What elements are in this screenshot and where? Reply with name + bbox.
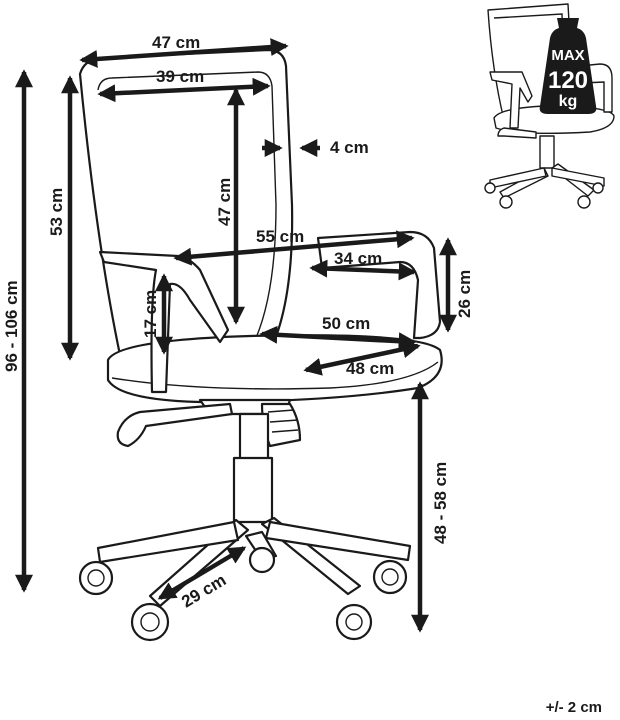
main-chair-drawing xyxy=(78,48,443,642)
caster-left xyxy=(78,560,114,596)
base-leg-right xyxy=(264,520,412,562)
badge-max: MAX xyxy=(551,47,584,64)
caster-front xyxy=(130,602,170,642)
label-armrest-height: 26 cm xyxy=(455,270,474,318)
caster-right-front xyxy=(335,603,373,641)
backrest-frame xyxy=(78,48,294,357)
gas-cylinder xyxy=(232,456,274,524)
dimension-arrows xyxy=(15,38,457,633)
backrest-mesh xyxy=(97,71,277,339)
caster-back xyxy=(248,546,276,574)
label-seat-back-top-width: 47 cm xyxy=(152,33,200,52)
label-frame-thickness: 4 cm xyxy=(330,138,369,157)
label-armrest-span: 55 cm xyxy=(256,227,304,246)
max-load-weight-icon: MAX 120 kg xyxy=(539,18,597,114)
gas-cylinder-top xyxy=(238,412,270,464)
badge-unit: kg xyxy=(559,93,578,110)
label-seat-depth: 48 cm xyxy=(346,359,394,378)
label-armrest-length: 34 cm xyxy=(334,249,382,268)
label-seat-back-height: 47 cm xyxy=(215,178,234,226)
tolerance-note: +/- 2 cm xyxy=(545,699,602,716)
label-seat-back-inner-width: 39 cm xyxy=(156,67,204,86)
tilt-lever xyxy=(116,402,234,448)
label-seat-to-armrest: 17 cm xyxy=(141,290,160,338)
label-seat-height: 48 - 58 cm xyxy=(431,462,450,544)
label-total-height: 96 - 106 cm xyxy=(2,280,21,372)
label-seat-width: 50 cm xyxy=(322,314,370,333)
label-backrest-height: 53 cm xyxy=(47,188,66,236)
caster-right xyxy=(372,559,408,595)
badge-value: 120 xyxy=(548,67,588,94)
